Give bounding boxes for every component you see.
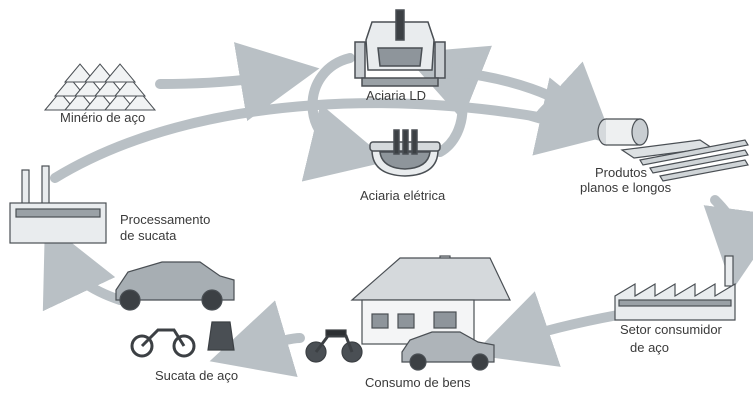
- motorcycle-icon: [305, 329, 363, 363]
- label-products-line1: Produtos: [595, 165, 648, 180]
- label-consumption: Consumo de bens: [365, 375, 471, 390]
- electric-furnace-icon: [369, 129, 441, 177]
- label-ore: Minério de aço: [60, 110, 146, 125]
- label-ld-steelworks: Aciaria LD: [366, 88, 426, 103]
- house-icon: [350, 255, 511, 345]
- arrow-products-to-consumer: [703, 195, 753, 290]
- label-electric-steelworks: Aciaria elétrica: [360, 188, 446, 203]
- arrow-consumer-to-consumption: [472, 291, 623, 367]
- arrow-scrap-to-processing: [42, 221, 125, 312]
- processing-plant-icon: [9, 165, 107, 244]
- arrow-processing-to-products: [50, 77, 620, 183]
- ore-pile-icon: [43, 63, 157, 111]
- steel-products-icon: [597, 118, 749, 182]
- arrow-consumption-to-scrap: [209, 300, 305, 378]
- scrap-motorcycle-icon: [130, 328, 196, 358]
- label-processing-line1: Processamento: [120, 212, 211, 227]
- label-products-line2: planos e longos: [580, 180, 672, 195]
- scrap-car-icon: [115, 261, 235, 311]
- consumer-factory-icon: [614, 255, 736, 321]
- car-icon: [401, 331, 495, 371]
- scrap-can-icon: [207, 321, 235, 351]
- label-consumer-line1: Setor consumidor: [620, 322, 722, 337]
- label-scrap: Sucata de aço: [155, 368, 239, 383]
- label-processing-line2: de sucata: [120, 228, 177, 243]
- ld-converter-icon: [354, 9, 446, 87]
- arrow-ore-to-ld: [155, 42, 320, 122]
- label-consumer-line2: de aço: [630, 340, 670, 355]
